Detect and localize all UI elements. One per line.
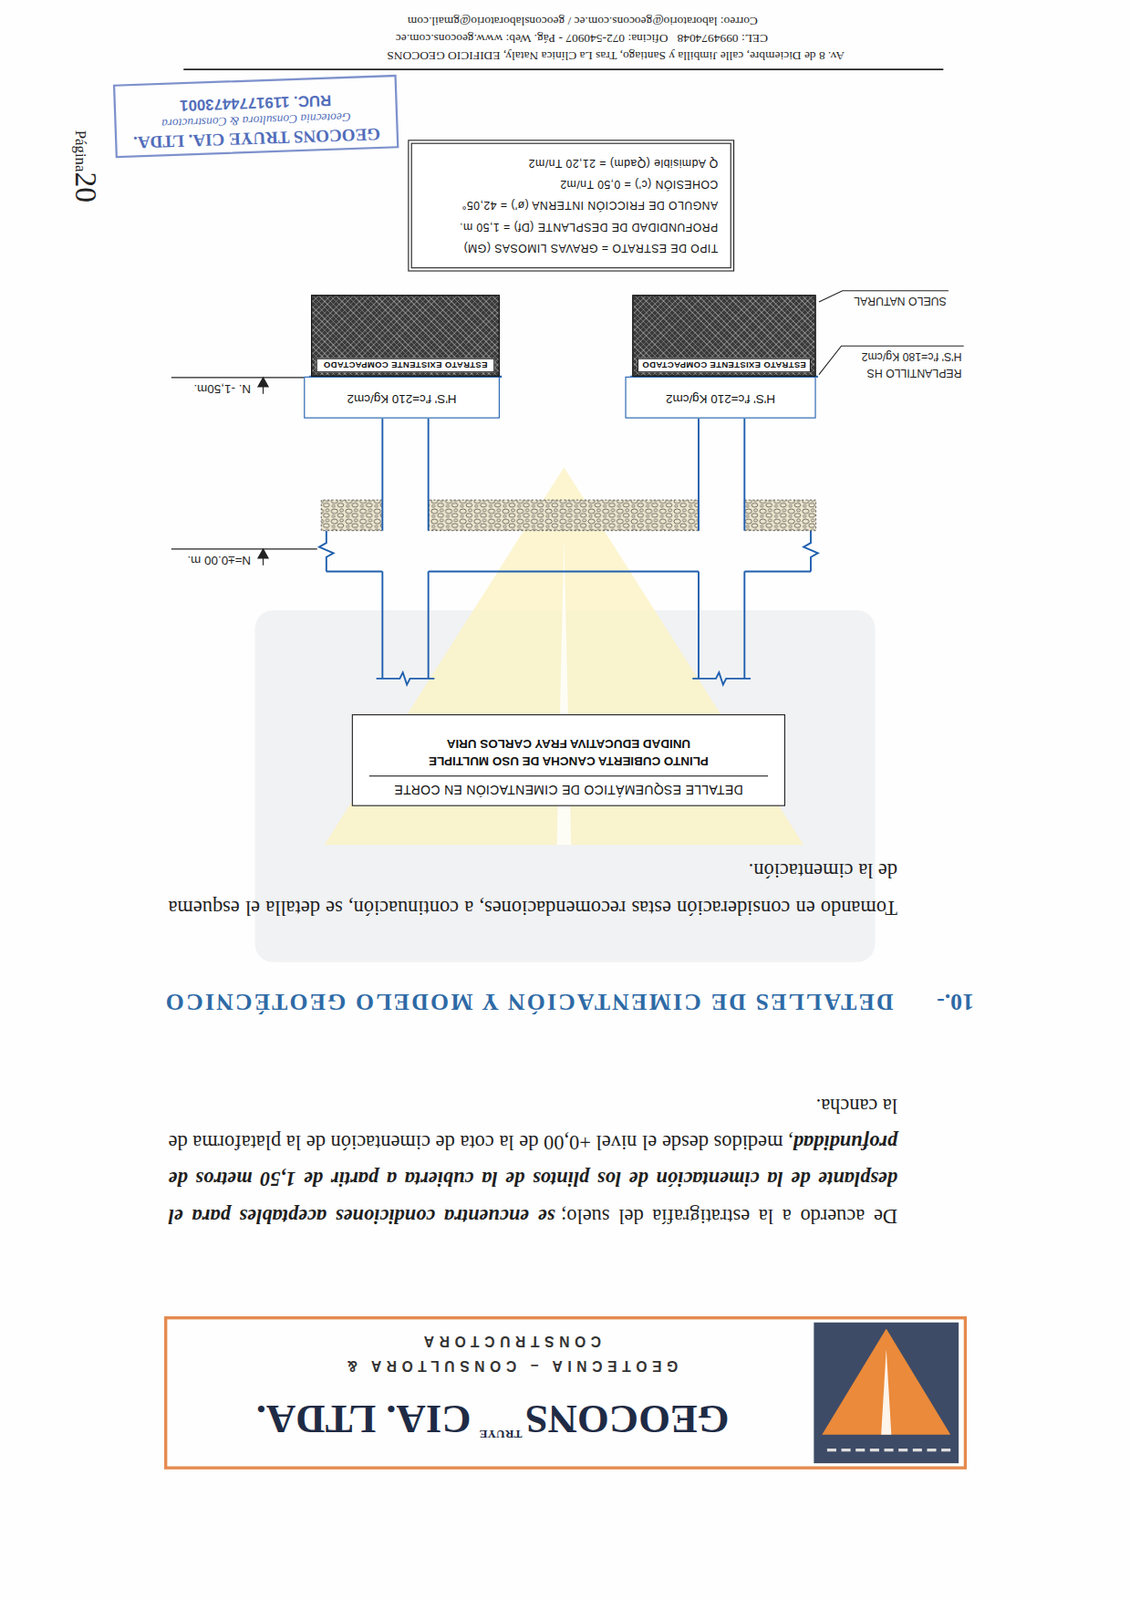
footing-box: H'S' f'c=210 Kg/cm2	[624, 376, 816, 419]
gravel-layer	[321, 499, 816, 531]
watermark	[255, 466, 876, 963]
page-number: Página20	[68, 114, 104, 218]
footing-label: H'S' f'c=210 Kg/cm2	[626, 380, 816, 417]
soil-property: PROFUNDIDAD DE DESPLANTE (Df) = 1,50 m.	[424, 216, 718, 238]
layer-label: REPLANTILLO HS	[867, 367, 963, 380]
company-stamp: GEOCONS TRUYE CIA. LTDA.Geotecnia Consul…	[113, 74, 399, 158]
body-paragraph: De acuerdo a la estratigrafía del suelo;…	[168, 1087, 899, 1234]
footer-rule	[183, 68, 944, 71]
company-header-box: GEOCONSTRUYE CIA. LTDA. GEOTECNIA – CONSUL…	[164, 1316, 967, 1470]
layer-label: H'S' f'c=180 Kg/cm2	[861, 351, 963, 363]
footer-contact: CEL: 0994974048 Oficina: 072-540907 - Pá…	[395, 31, 768, 47]
layer-label: SUELO NATURAL	[853, 294, 947, 307]
leader-line	[309, 290, 965, 377]
company-name: GEOCONS	[525, 1395, 730, 1444]
detail-title: DETALLE ESQUEMÁTICO DE CIMENTACIÓN EN CO…	[369, 775, 768, 797]
compacted-stratum: ESTRATO EXISTENTE COMPACTADO	[311, 294, 500, 376]
stratum-label: ESTRATO EXISTENTE COMPACTADO	[637, 358, 810, 374]
soil-property: COHESIÓN (c') = 0,50 Tn/m2	[424, 173, 718, 195]
detail-subtitle: UNIDAD EDUCATIVA FRAY CARLOS URIA	[359, 734, 779, 752]
level-mark	[171, 377, 318, 566]
section-heading: DETALLES DE CIMENTACIÓN Y MODELO GEOTÉCN…	[164, 987, 894, 1015]
footer-address: Av. 8 de Diciembre, calle Jimbilla y San…	[386, 48, 845, 64]
soil-property: Q Admisible (Qadm) = 21,20 Tn/m2	[424, 152, 718, 174]
footer-email: Correo: laboratorio@geocons.com.ec / geo…	[407, 13, 758, 30]
page-digit: 20	[69, 171, 104, 203]
company-name-superscript: TRUYE	[478, 1426, 522, 1442]
detail-subtitle: PLINTO CUBIERTA CANCHA DE USO MULTIPLE	[359, 751, 779, 769]
footing-label: H'S' f'c=210 Kg/cm2	[304, 380, 498, 417]
column-shaft	[382, 418, 745, 531]
soil-property: ANGULO DE FRICCIÓN INTERNA (ø') = 42,05°	[424, 195, 718, 217]
column-and-beam	[319, 530, 819, 685]
company-logo	[813, 1322, 959, 1463]
footing-box: H'S' f'c=210 Kg/cm2	[303, 376, 500, 419]
company-name-suffix: CIA. LTDA.	[256, 1395, 472, 1444]
body-paragraph: Tomando en consideración estas recomenda…	[168, 852, 899, 927]
compacted-stratum: ESTRATO EXISTENTE COMPACTADO	[632, 294, 816, 376]
soil-properties-box: TIPO DE ESTRATO = GRAVAS LIMOSAS (GM)PRO…	[407, 139, 735, 271]
company-subtitle: GEOTECNIA – CONSULTORA & CONSTRUCTORA	[290, 1329, 730, 1379]
section-number: 10.-	[936, 987, 975, 1015]
level-label: N. -1,50m.	[193, 381, 251, 396]
detail-title-box: DETALLE ESQUEMÁTICO DE CIMENTACIÓN EN CO…	[352, 714, 786, 807]
level-label: N=±0.00 m.	[186, 552, 251, 568]
body-text: De acuerdo a la estratigrafía del suelo;	[560, 1204, 898, 1228]
soil-property: TIPO DE ESTRATO = GRAVAS LIMOSAS (GM)	[424, 238, 718, 260]
stratum-label: ESTRATO EXISTENTE COMPACTADO	[316, 358, 495, 374]
page-word: Página	[72, 130, 89, 173]
body-text: , medidos desde el nivel +0,00 de la cot…	[168, 1094, 899, 1154]
